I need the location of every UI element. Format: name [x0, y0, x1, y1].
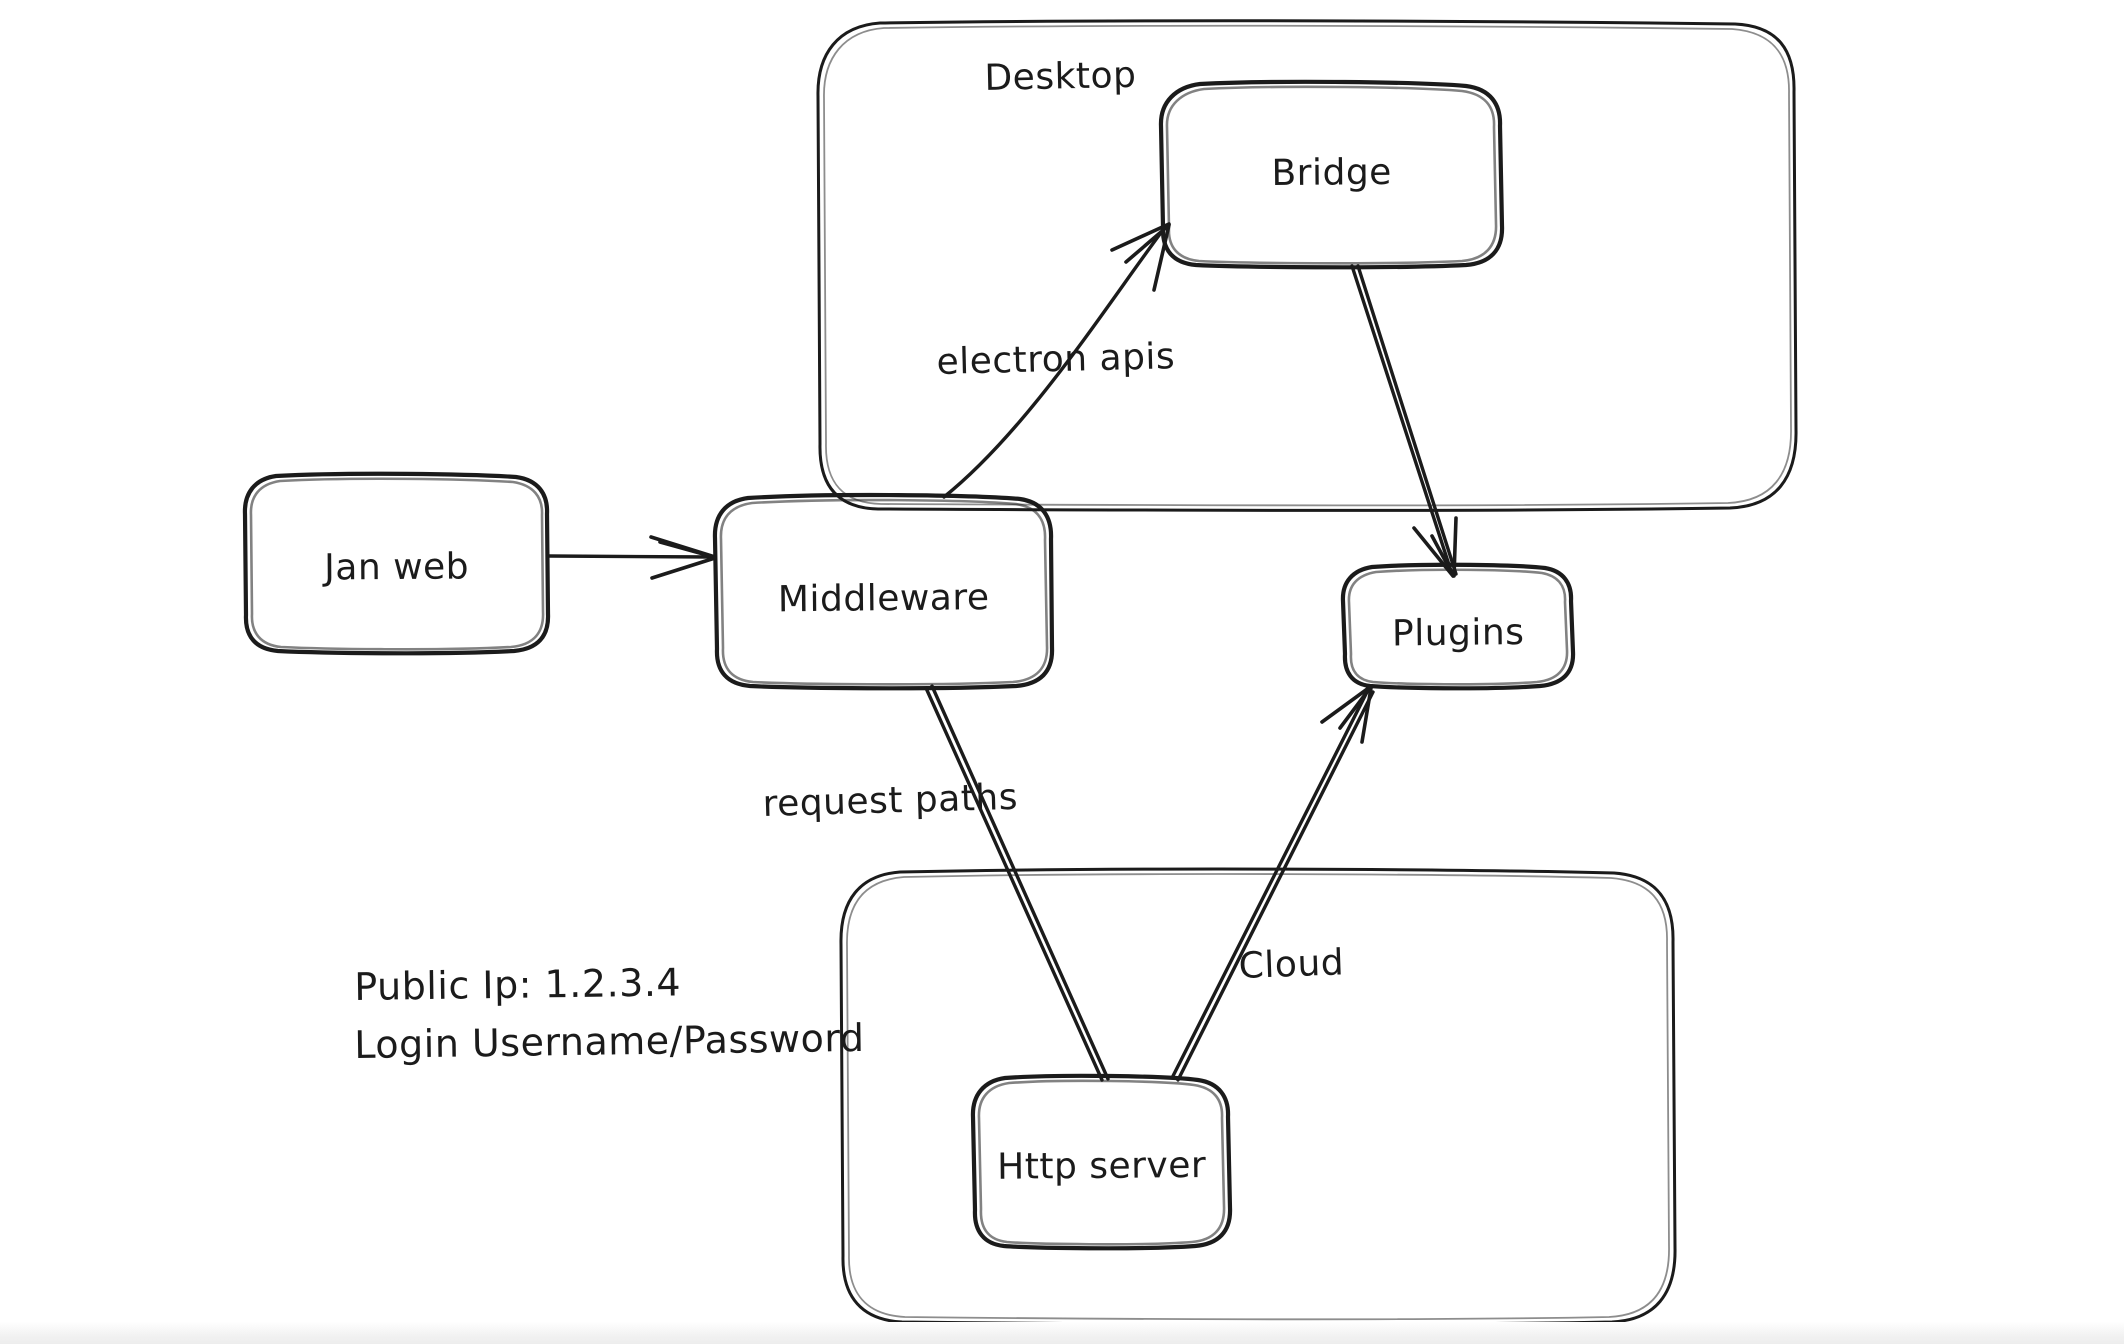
node-label-http-server: Http server [996, 1144, 1207, 1188]
node-middleware-outline[interactable] [712, 492, 1055, 691]
node-label-middleware: Middleware [777, 577, 990, 621]
canvas-bottom-edge [0, 1322, 2124, 1344]
group-label-desktop: Desktop [984, 54, 1137, 99]
node-plugins-outline[interactable] [1340, 562, 1576, 691]
edge-middleware-to-bridge [942, 222, 1171, 499]
group-desktop-outline [816, 19, 1798, 512]
note-public-ip: Public Ip: 1.2.3.4 [354, 960, 682, 1009]
edge-middleware-to-http-server [924, 684, 1110, 1082]
edge-http-server-to-plugins [1170, 685, 1375, 1082]
node-http-server-outline[interactable] [970, 1073, 1233, 1251]
node-label-jan-web: Jan web [324, 546, 470, 589]
group-cloud-outline [839, 867, 1677, 1326]
node-jan-web-outline[interactable] [242, 471, 551, 656]
edge-jan-web-to-middleware [547, 535, 717, 580]
edge-label-cloud: Cloud [1238, 942, 1345, 987]
note-login-credentials: Login Username/Password [354, 1015, 865, 1067]
edge-label-electron-apis: electron apis [936, 336, 1176, 383]
edge-bridge-to-plugins [1350, 264, 1458, 578]
node-label-bridge: Bridge [1271, 151, 1393, 195]
node-label-plugins: Plugins [1391, 612, 1525, 655]
edge-label-request-paths: request paths [762, 776, 1019, 825]
